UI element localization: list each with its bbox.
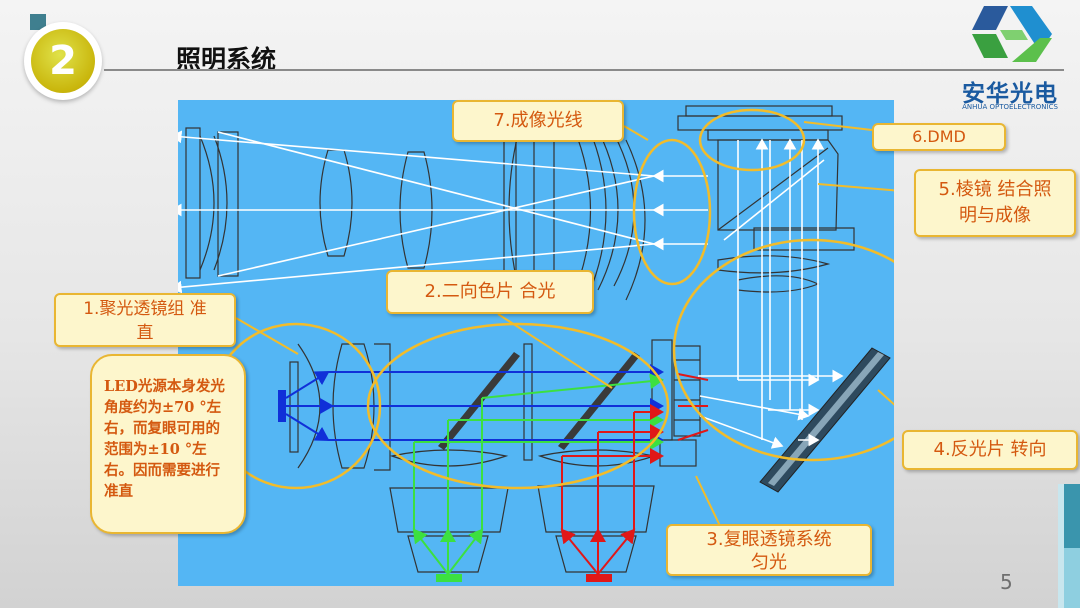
title-underline [104, 69, 1064, 71]
dichroic-filters [438, 343, 640, 461]
callout-collimation-line2: 直 [136, 323, 154, 343]
green-led-source [436, 574, 462, 582]
callout-dmd: 6.DMD [872, 123, 1006, 151]
corner-accent [30, 14, 46, 30]
red-led-optics [537, 449, 657, 573]
callout-collimation-line1: 1.聚光透镜组 准 [83, 299, 207, 319]
corner-bar-dark [1064, 484, 1080, 548]
callout-fly-eye: 3.复眼透镜系统 匀光 [666, 524, 872, 576]
optical-diagram-drawing [178, 105, 894, 582]
imaging-rays [178, 130, 844, 449]
callout-dichroic: 2.二向色片 合光 [386, 270, 594, 314]
green-led-optics [389, 449, 509, 573]
callout-imaging-rays: 7.成像光线 [452, 100, 624, 142]
projection-lens-group [185, 125, 646, 301]
blue-led-source [278, 390, 286, 422]
page-number: 5 [1000, 570, 1013, 594]
callout-dichroic-text: 2.二向色片 合光 [424, 281, 556, 302]
callout-dmd-text: 6.DMD [912, 127, 966, 146]
green-rays [412, 373, 664, 575]
reflector-mirror [759, 347, 891, 493]
optical-diagram [178, 100, 894, 586]
callout-prism: 5.棱镜 结合照 明与成像 [914, 169, 1076, 237]
logo-chinese-name: 安华光电 [962, 81, 1058, 107]
corner-bar-mid [1064, 548, 1080, 608]
callout-pointers [235, 121, 894, 531]
fly-eye-lens [651, 339, 701, 467]
callout-prism-line2: 明与成像 [959, 205, 1031, 226]
red-led-source [586, 574, 612, 582]
led-note-box: LED光源本身发光角度约为±70 °左右，而复眼可用的范围为±10 °左右。因而… [90, 354, 246, 534]
blue-rays [285, 364, 664, 448]
callout-imaging-text: 7.成像光线 [493, 110, 583, 131]
logo-english-name: ANHUA OPTOELECTRONICS [962, 103, 1058, 111]
callout-prism-line1: 5.棱镜 结合照 [938, 179, 1052, 200]
callout-mirror-text: 4.反光片 转向 [933, 439, 1047, 460]
section-badge-number: 2 [31, 29, 95, 93]
callout-fly-eye-line1: 3.复眼透镜系统 [706, 529, 832, 550]
callout-fly-eye-line2: 匀光 [751, 552, 787, 573]
callout-collimation-lens: 1.聚光透镜组 准 直 [54, 293, 236, 347]
callout-mirror: 4.反光片 转向 [902, 430, 1078, 470]
company-logo-icon [972, 6, 1052, 62]
dmd-prism-assembly [677, 105, 855, 293]
led-note-text: LED光源本身发光角度约为±70 °左右，而复眼可用的范围为±10 °左右。因而… [104, 378, 225, 500]
corner-bar-light [1058, 484, 1064, 608]
